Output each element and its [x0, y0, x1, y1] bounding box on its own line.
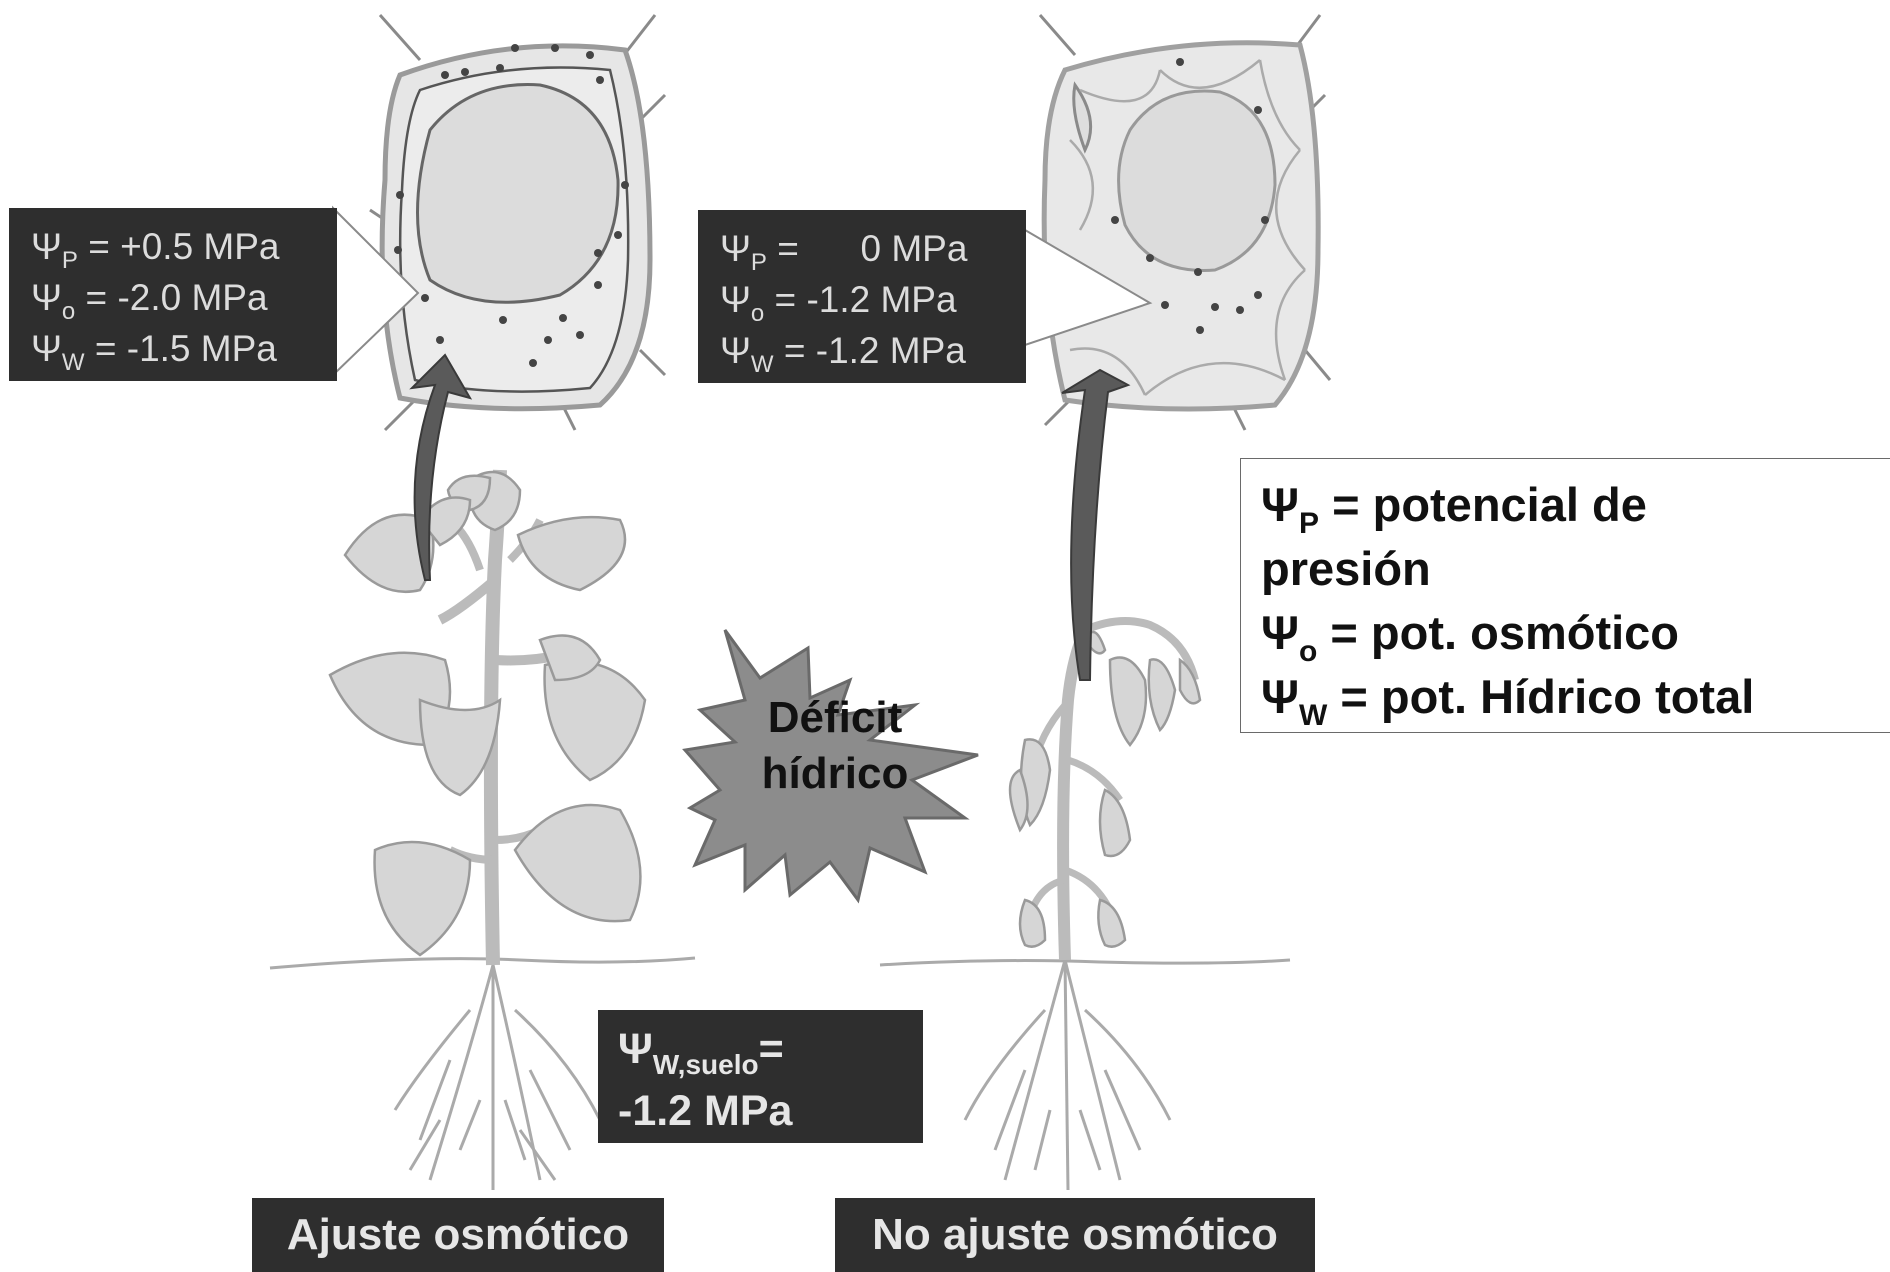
right-psi-w: ΨW = -1.2 MPa	[720, 332, 966, 369]
right-cell-potentials-box: ΨP = 0 MPa Ψo = -1.2 MPa ΨW = -1.2 MPa	[698, 210, 1026, 383]
legend-box: ΨP = potencial de presión Ψo = pot. osmó…	[1240, 458, 1890, 733]
legend-psi-p-cont: presión	[1261, 545, 1431, 592]
legend-psi-o: Ψo = pot. osmótico	[1261, 609, 1679, 656]
deficit-label-line2: hídrico	[700, 746, 970, 802]
left-cell	[370, 15, 665, 430]
soil-potential-box: ΨW,suelo= -1.2 MPa	[598, 1010, 923, 1143]
left-psi-w: ΨW = -1.5 MPa	[31, 330, 277, 367]
right-plant-label: No ajuste osmótico	[835, 1198, 1315, 1272]
left-psi-o: Ψo = -2.0 MPa	[31, 279, 268, 316]
left-plant-label: Ajuste osmótico	[252, 1198, 664, 1272]
left-cell-potentials-box: ΨP = +0.5 MPa Ψo = -2.0 MPa ΨW = -1.5 MP…	[9, 208, 337, 381]
right-psi-p: ΨP = 0 MPa	[720, 230, 967, 267]
deficit-label-line1: Déficit	[700, 690, 970, 746]
deficit-label: Déficit hídrico	[700, 690, 970, 802]
soil-psi-value: -1.2 MPa	[618, 1090, 792, 1133]
legend-psi-p: ΨP = potencial de	[1261, 481, 1647, 528]
left-psi-p: ΨP = +0.5 MPa	[31, 228, 280, 265]
right-psi-o: Ψo = -1.2 MPa	[720, 281, 957, 318]
soil-psi-label: ΨW,suelo=	[618, 1028, 784, 1071]
right-cell	[1040, 15, 1330, 430]
legend-psi-w: ΨW = pot. Hídrico total	[1261, 673, 1754, 720]
